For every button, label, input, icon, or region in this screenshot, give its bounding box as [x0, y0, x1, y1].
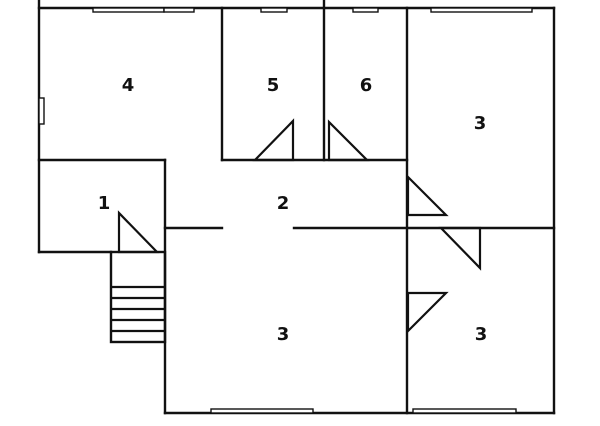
door-room-3-bottom-right-lower: [406, 291, 449, 334]
room-3-top-right-label: 3: [473, 113, 487, 134]
window-room-5-top: [260, 7, 288, 13]
door-room-1: [117, 210, 160, 254]
door-room-3-top-right: [406, 174, 449, 217]
door-room-3-bottom-right-upper: [438, 226, 482, 271]
window-room-3-bottom-right: [412, 408, 517, 414]
doors: [117, 118, 482, 334]
room-3-bottom-right-label: 3: [474, 324, 488, 345]
room-1-label: 1: [97, 193, 111, 214]
staircase: [109, 250, 167, 344]
windows: [38, 7, 533, 414]
window-room-6-top: [352, 7, 379, 13]
window-room-3-top-right: [430, 7, 533, 13]
window-room-3-bottom-center: [210, 408, 314, 414]
room-5-label: 5: [266, 75, 280, 96]
door-room-5: [252, 118, 295, 162]
walls: [37, 0, 556, 415]
room-2-label: 2: [276, 193, 290, 214]
room-3-bottom-center-label: 3: [276, 324, 290, 345]
room-4-label: 4: [121, 75, 135, 96]
window-room-4-top-a: [92, 7, 165, 13]
door-room-6: [327, 119, 370, 162]
window-room-4-left: [38, 97, 45, 125]
window-room-4-top-b: [163, 7, 195, 13]
room-6-label: 6: [359, 75, 373, 96]
